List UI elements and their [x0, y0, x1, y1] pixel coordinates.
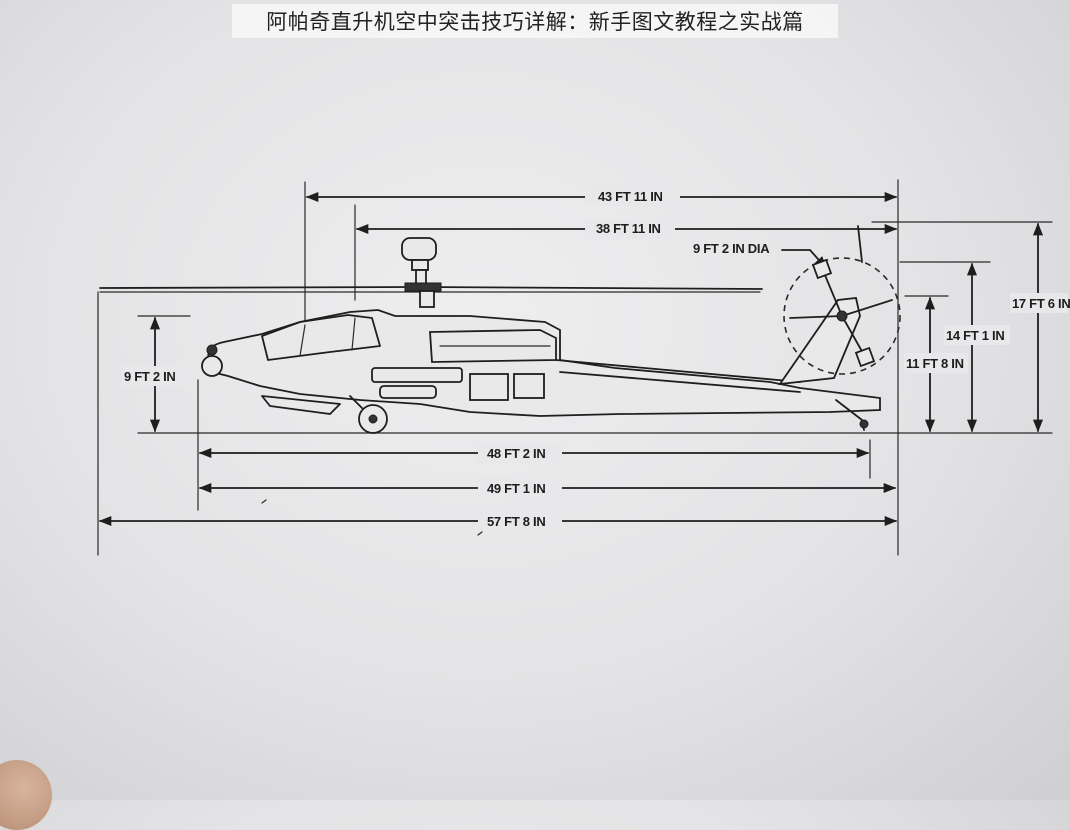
dim-label-overall-fuselage-length: 49 FT 1 IN	[487, 481, 545, 496]
dim-9ft2in-dia: 9 FT 2 IN DIA	[693, 241, 827, 269]
page-title-banner: 阿帕奇直升机空中突击技巧详解：新手图文教程之实战篇	[232, 4, 838, 38]
tail-antenna	[857, 225, 863, 263]
tail-fin	[778, 297, 861, 386]
dim-57ft8in: 57 FT 8 IN	[98, 511, 898, 531]
page-title: 阿帕奇直升机空中突击技巧详解：新手图文教程之实战篇	[266, 10, 804, 34]
dim-49ft1in: 49 FT 1 IN	[198, 478, 897, 498]
pencil-marks	[261, 499, 483, 536]
dim-43ft11in: 43 FT 11 IN	[305, 186, 898, 206]
extension-lines	[97, 179, 1053, 556]
dim-label-hub-to-tail: 38 FT 11 IN	[596, 221, 661, 236]
dim-label-tail-rotor-diameter: 9 FT 2 IN DIA	[693, 241, 770, 256]
dim-48ft2in: 48 FT 2 IN	[198, 443, 870, 463]
tail-rotor-blades	[789, 258, 893, 368]
dim-label-fuselage-length: 48 FT 2 IN	[487, 446, 545, 461]
tail-rotor-disc	[783, 257, 901, 375]
dim-17ft6in: 17 FT 6 IN	[1010, 222, 1070, 433]
chain-gun	[261, 395, 341, 415]
dim-label-fuselage-height: 9 FT 2 IN	[124, 369, 175, 384]
nose-sensor-turret	[201, 355, 223, 377]
dim-38ft11in: 38 FT 11 IN	[355, 219, 898, 239]
dim-label-tail-rotor-hub-height: 14 FT 1 IN	[946, 328, 1004, 343]
tail-wheel	[859, 419, 869, 429]
dim-label-overall-height: 17 FT 6 IN	[1012, 296, 1070, 311]
dim-label-main-rotor-to-tail: 43 FT 11 IN	[598, 189, 663, 204]
dim-9ft2in-height: 9 FT 2 IN	[122, 316, 190, 433]
helicopter-dimension-drawing: 43 FT 11 IN 38 FT 11 IN 48 FT 2 IN 49 FT…	[97, 179, 1070, 556]
helicopter-side-view	[99, 225, 901, 434]
dim-label-tail-fin-height: 11 FT 8 IN	[906, 356, 964, 371]
stub-wing	[371, 367, 463, 383]
mast-radar-dome	[401, 237, 437, 261]
dim-label-overall-length: 57 FT 8 IN	[487, 514, 545, 529]
dim-14ft1in: 14 FT 1 IN	[944, 262, 1010, 433]
dim-11ft8in: 11 FT 8 IN	[904, 296, 968, 433]
cockpit-canopy	[261, 314, 381, 361]
